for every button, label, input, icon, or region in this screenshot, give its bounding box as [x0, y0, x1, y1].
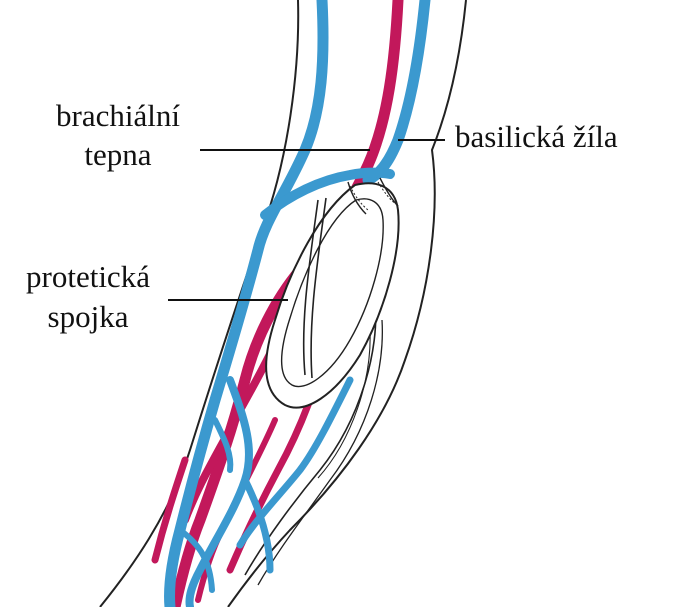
graft-label-line2: spojka: [4, 298, 172, 336]
graft-label-line1: protetická: [4, 258, 172, 296]
brachial-artery-label-line2: tepna: [38, 136, 198, 174]
basilic-vein-label: basilická žíla: [455, 118, 618, 156]
brachial-artery-label-line1: brachiální: [38, 97, 198, 135]
